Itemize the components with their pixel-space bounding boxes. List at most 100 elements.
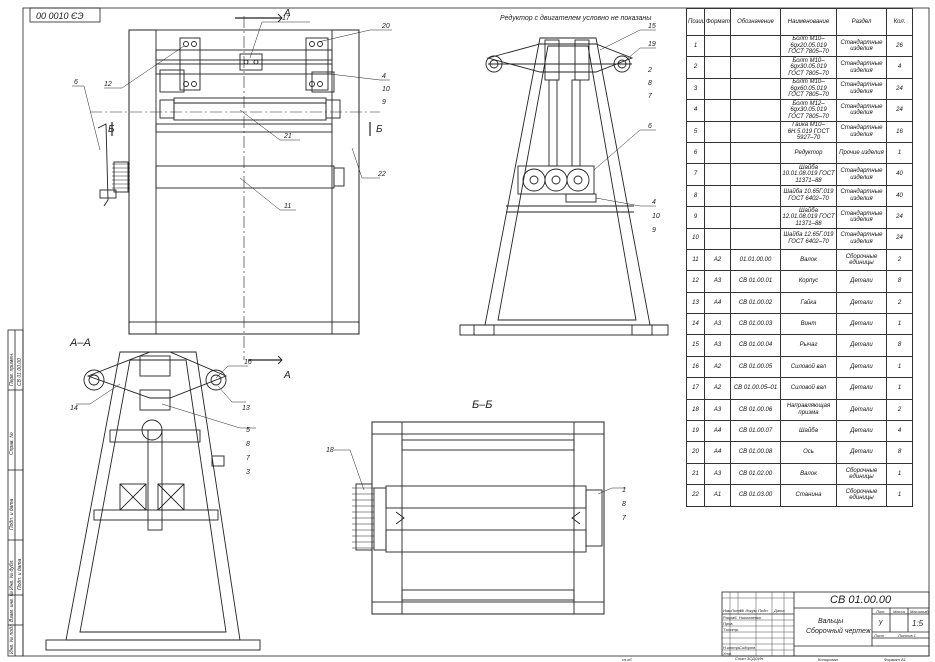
bom-cell-format: А1 — [704, 484, 731, 507]
bom-cell-designation: СВ 01.00.08 — [730, 441, 781, 464]
bom-cell-name: Корпус — [780, 270, 837, 293]
tb-scale-label: Масштаб — [910, 609, 929, 614]
tb-col-list: Лист — [731, 608, 742, 613]
bom-cell-format: А3 — [704, 334, 731, 357]
bom-cell-name: Шайба 12.65Г.019 ГОСТ 6402–70 — [780, 227, 837, 250]
bom-cell-qty: 40 — [886, 163, 913, 186]
bom-cell-qty: 1 — [886, 141, 913, 165]
bom-cell-name: Гайка — [780, 291, 837, 315]
bom-cell-designation: СВ 01.00.02 — [730, 291, 781, 315]
section-bb-view — [352, 421, 605, 615]
callout: 6 — [74, 79, 78, 86]
callout: 9 — [652, 227, 656, 234]
tb-col-date: Дата — [774, 608, 785, 613]
bom-cell-pos: 15 — [686, 334, 705, 357]
bom-cell-designation: СВ 01.00.01 — [730, 270, 781, 293]
callout: 7 — [622, 515, 627, 522]
callout: 13 — [242, 405, 250, 412]
bom-cell-pos: 10 — [686, 227, 705, 250]
bom-cell-pos: 16 — [686, 355, 705, 379]
bom-cell-pos: 4 — [686, 99, 705, 122]
bom-cell-section: Стандартные изделия — [836, 56, 887, 79]
bom-cell-section: Стандартные изделия — [836, 77, 887, 101]
tb-developer-name: Николаенко — [739, 615, 762, 620]
bom-cell-format: А4 — [704, 291, 731, 315]
callout: 7 — [246, 455, 251, 462]
callout: 10 — [382, 86, 390, 93]
bom-cell-name: Редуктор — [780, 141, 837, 165]
bom-cell-qty: 8 — [886, 334, 913, 357]
drawing-note: Редуктор с двигателем условно не показан… — [500, 14, 652, 22]
callout: 11 — [284, 203, 291, 210]
callout: 18 — [326, 447, 334, 454]
bom-cell-designation: СВ 01.03.00 — [730, 484, 781, 507]
cut-b-right: Б — [376, 124, 383, 135]
callout: 4 — [382, 73, 386, 80]
bom-cell-pos: 12 — [686, 270, 705, 293]
callout: 9 — [382, 99, 386, 106]
strip-label: Инв. № дубл. — [9, 559, 15, 590]
strip-label: Подп. и дата — [9, 498, 15, 530]
bom-cell-name: Ось — [780, 441, 837, 464]
strip-label: Инв. № подл. — [9, 623, 15, 654]
callout: 22 — [377, 171, 386, 178]
bom-cell-name: Силовой вал — [780, 377, 837, 400]
bom-cell-format: А3 — [704, 270, 731, 293]
cut-a-bottom: А — [283, 370, 291, 381]
tb-scale-value: 1:5 — [912, 619, 924, 628]
title-block — [721, 591, 930, 657]
bom-header-designation: Обозначение — [730, 8, 781, 36]
bom-cell-name: Болт М12–6gх30.05.019 ГОСТ 7805–70 — [780, 99, 837, 122]
bom-cell-designation — [730, 99, 781, 122]
tb-sheets-label: Листов 1 — [898, 633, 916, 638]
tb-mass-label: Масса — [893, 609, 905, 614]
callout: 8 — [246, 441, 250, 448]
bom-cell-designation: СВ 01.02.00 — [730, 462, 781, 486]
tb-col-izm: Изм. — [723, 608, 732, 613]
bom-cell-designation — [730, 77, 781, 101]
bom-cell-name: Шайба 12.01.08.019 ГОСТ 11371–88 — [780, 206, 837, 229]
section-aa-title: А–А — [69, 337, 91, 349]
bom-cell-format — [704, 120, 731, 143]
bom-cell-qty: 1 — [886, 484, 913, 507]
bom-cell-qty: 24 — [886, 77, 913, 101]
bom-cell-designation: СВ 01.00.04 — [730, 334, 781, 357]
bom-cell-format — [704, 141, 731, 165]
bom-cell-format — [704, 206, 731, 229]
bom-cell-name: Болт М10–6gх20.05.019 ГОСТ 7805–70 — [780, 34, 837, 58]
bom-cell-qty: 24 — [886, 99, 913, 122]
bom-cell-section: Сборочные единицы — [836, 462, 887, 486]
callout: 19 — [648, 41, 656, 48]
bom-cell-designation — [730, 227, 781, 250]
stamp-box — [29, 7, 101, 23]
bom-cell-qty: 8 — [886, 441, 913, 464]
bom-cell-section: Сборочные единицы — [836, 248, 887, 272]
bom-cell-name: Валок — [780, 462, 837, 486]
callout: 6 — [648, 123, 652, 130]
bom-cell-name: Направляющая призма — [780, 398, 837, 422]
bom-cell-designation — [730, 163, 781, 186]
callout: 16 — [244, 359, 252, 366]
bom-header-pos: Позиция — [686, 8, 705, 36]
section-aa-view — [45, 351, 261, 651]
bom-cell-section: Стандартные изделия — [836, 120, 887, 143]
strip-label: Перв. примен. — [9, 353, 15, 386]
tb-col-sign: Подп. — [758, 608, 769, 613]
bom-cell-designation: СВ 01.00.05–01 — [730, 377, 781, 400]
tb-role: Н.контр. — [723, 645, 740, 650]
leaders — [72, 21, 656, 495]
callout: 15 — [648, 23, 656, 30]
bom-cell-format: А2 — [704, 377, 731, 400]
bom-cell-qty: 2 — [886, 398, 913, 422]
